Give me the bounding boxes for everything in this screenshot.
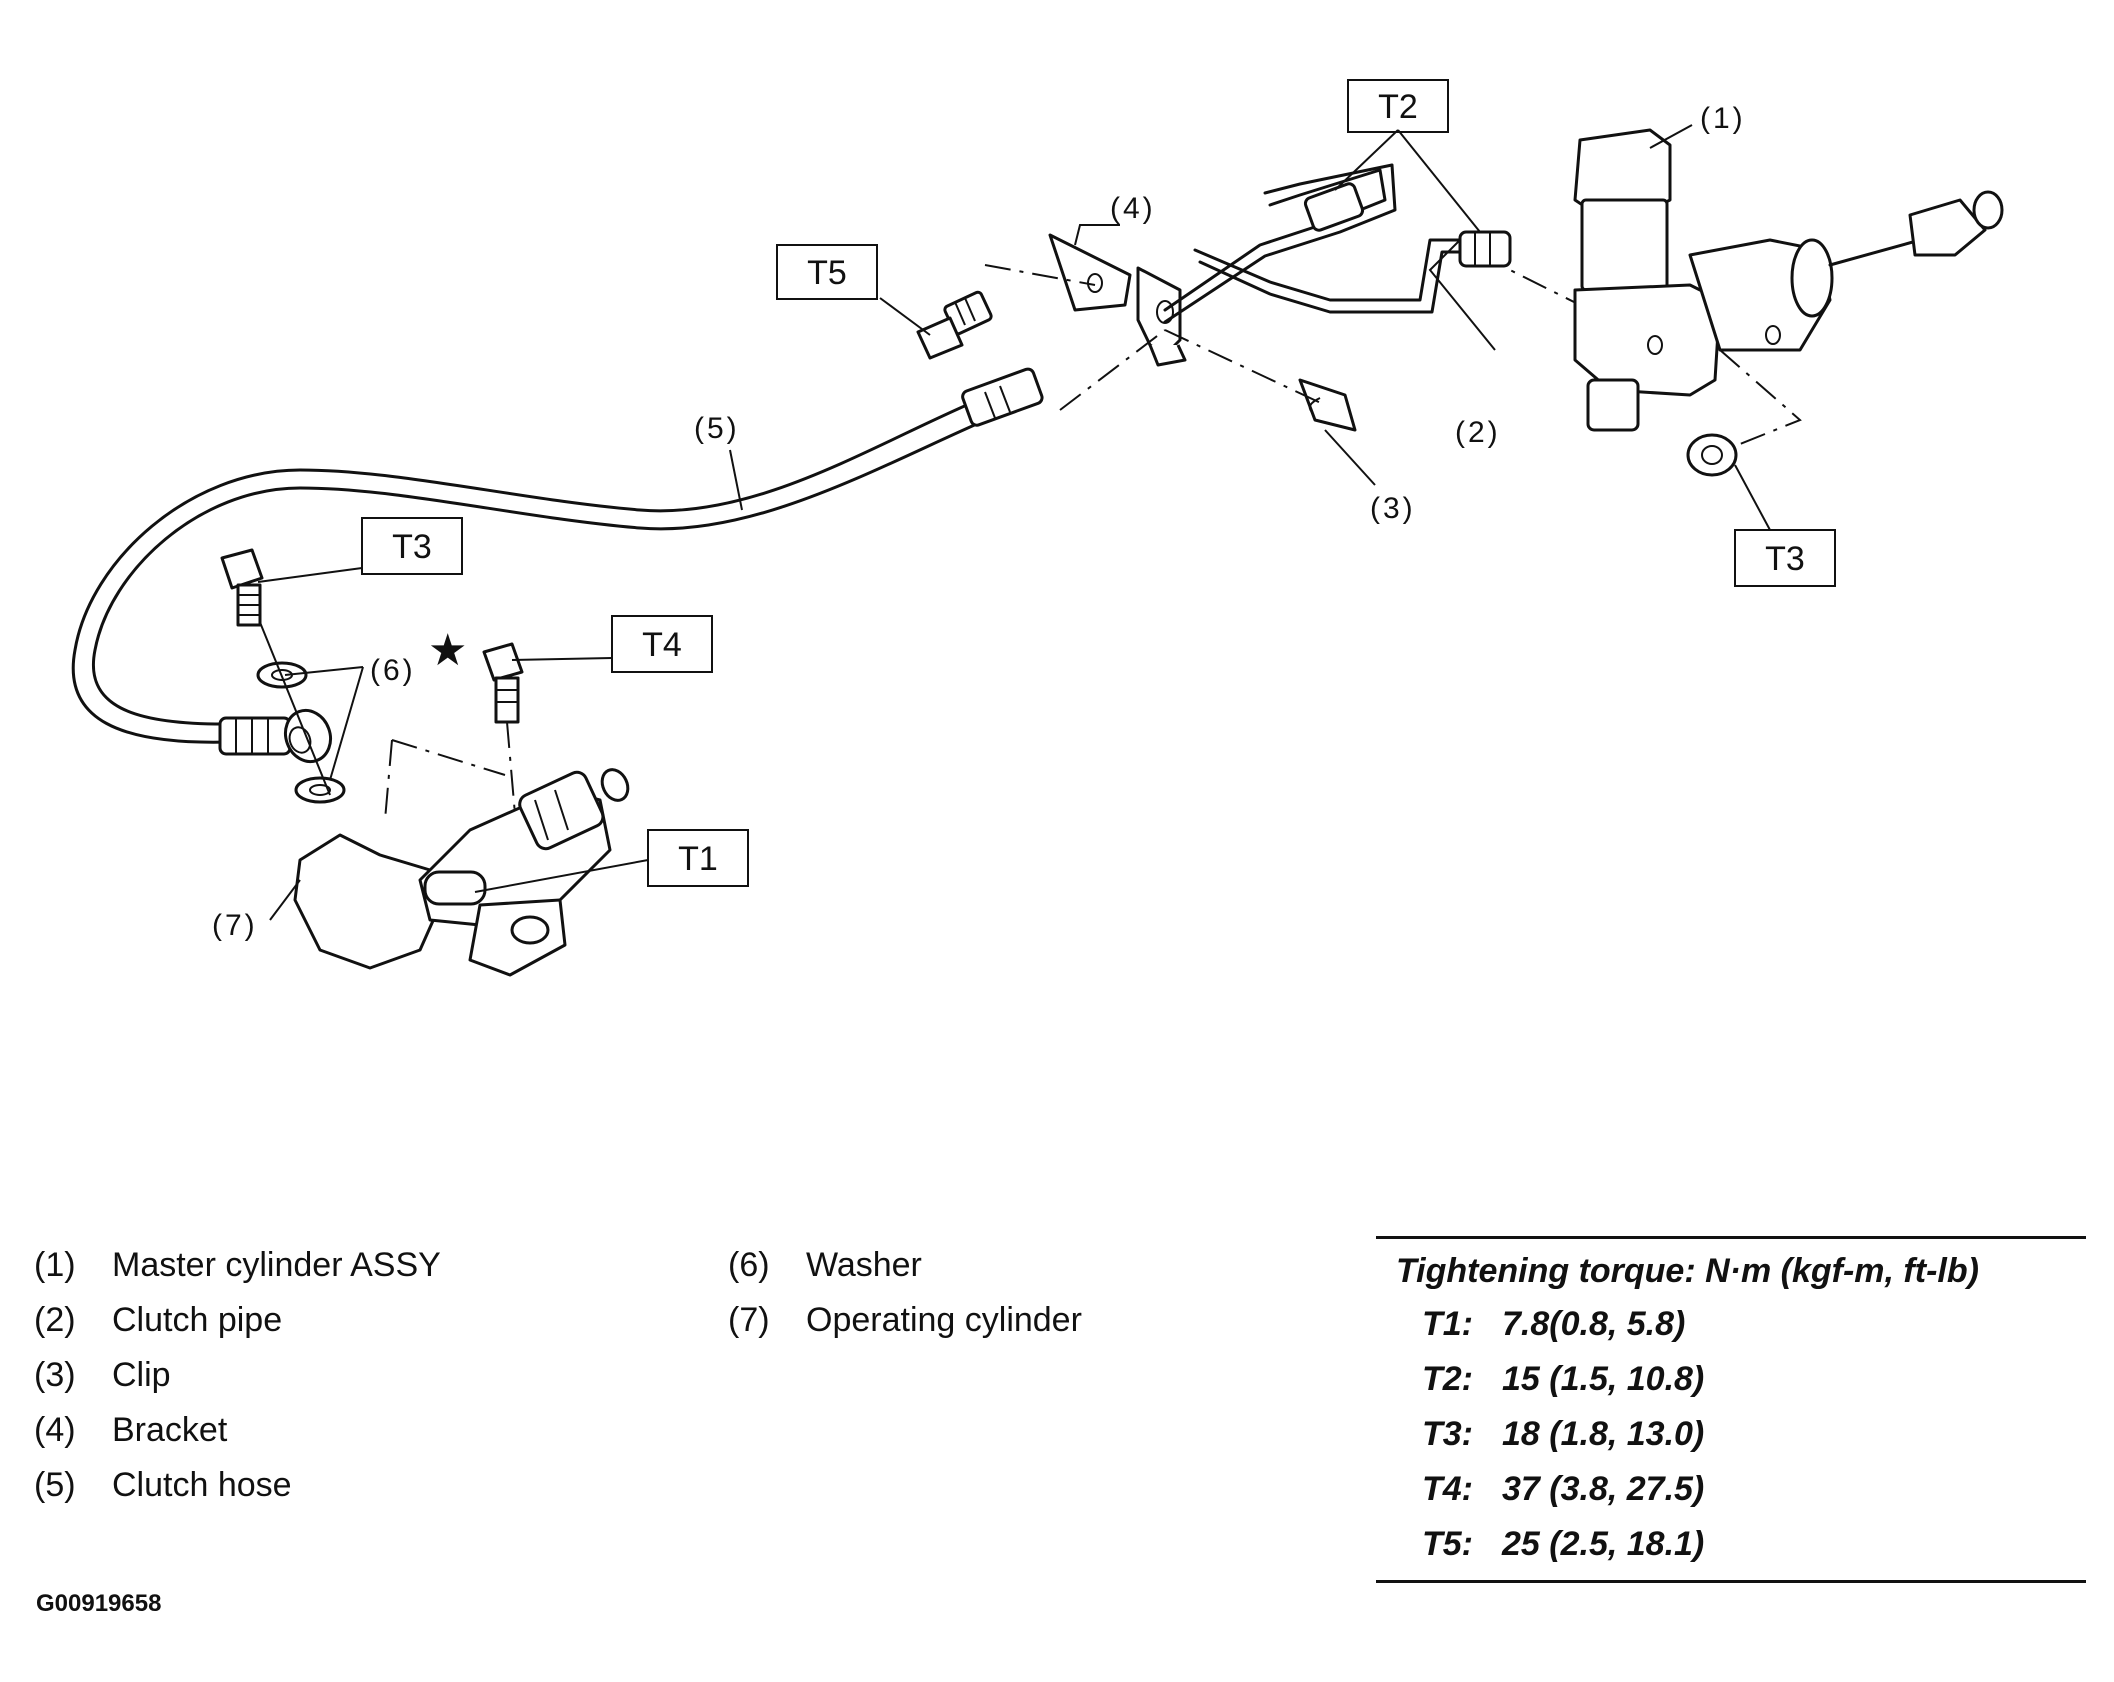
torque-table-title: Tightening torque: N·m (kgf-m, ft-lb) xyxy=(1396,1252,1979,1290)
legend-number: (6) xyxy=(728,1246,770,1284)
assembly-line-bracket xyxy=(984,264,1096,286)
callout-1: (1) xyxy=(1700,102,1746,135)
torque-value: 25 (2.5, 18.1) xyxy=(1502,1525,1705,1563)
callout-5: (5) xyxy=(694,412,740,445)
legend-number: (2) xyxy=(34,1301,76,1339)
legend-part-name: Master cylinder ASSY xyxy=(112,1246,441,1284)
torque-key: T5: xyxy=(1422,1525,1473,1563)
legend-part-name: Operating cylinder xyxy=(806,1301,1082,1339)
torque-value: 37 (3.8, 27.5) xyxy=(1502,1470,1705,1508)
torque-key: T1: xyxy=(1422,1305,1473,1343)
callout-2: (2) xyxy=(1455,416,1501,449)
torque-key: T3: xyxy=(1422,1415,1473,1453)
clutch-hose xyxy=(71,367,1044,756)
legend-number: (1) xyxy=(34,1246,76,1284)
legend-part-name: Clip xyxy=(112,1356,171,1394)
torque-value: 18 (1.8, 13.0) xyxy=(1502,1415,1705,1453)
torque-box-t4-label: T4 xyxy=(642,626,682,664)
legend-number: (5) xyxy=(34,1466,76,1504)
torque-key: T2: xyxy=(1422,1360,1473,1398)
master-cylinder xyxy=(1573,128,2004,432)
torque-box-t2-label: T2 xyxy=(1378,88,1418,126)
assembly-line-nut xyxy=(1719,349,1802,453)
torque-box-t2: T2 xyxy=(1347,79,1449,133)
union-bolt xyxy=(220,548,264,627)
legend-item: (4) Bracket xyxy=(34,1403,441,1458)
torque-row: T5: 25 (2.5, 18.1) xyxy=(1376,1517,2086,1572)
legend-part-name: Washer xyxy=(806,1246,922,1284)
torque-row: T4: 37 (3.8, 27.5) xyxy=(1376,1462,2086,1517)
torque-box-t3-left: T3 xyxy=(361,517,463,575)
master-cylinder-nut xyxy=(1686,433,1738,477)
torque-table-top-rule xyxy=(1376,1236,2086,1239)
torque-box-t1-label: T1 xyxy=(678,840,718,878)
torque-box-t3-right: T3 xyxy=(1734,529,1836,587)
torque-key: T4: xyxy=(1422,1470,1473,1508)
assembly-line-hose xyxy=(1059,329,1166,411)
operating-cylinder xyxy=(293,739,630,977)
torque-box-t1: T1 xyxy=(647,829,749,887)
torque-box-t3-right-label: T3 xyxy=(1765,540,1805,578)
figure-code: G00919658 xyxy=(36,1590,162,1617)
legend-item: (1) Master cylinder ASSY xyxy=(34,1238,441,1293)
torque-box-t5: T5 xyxy=(776,244,878,300)
bracket-bolt xyxy=(916,290,993,360)
callout-7: (7) xyxy=(212,909,258,942)
banjo-fitting xyxy=(283,708,333,764)
torque-value: 7.8(0.8, 5.8) xyxy=(1502,1305,1686,1343)
torque-row: T1: 7.8(0.8, 5.8) xyxy=(1376,1297,2086,1352)
parts-legend-left: (1) Master cylinder ASSY (2) Clutch pipe (… xyxy=(34,1238,441,1513)
legend-item: (5) Clutch hose xyxy=(34,1458,441,1513)
torque-table-bottom-rule xyxy=(1376,1580,2086,1583)
callout-4: (4) xyxy=(1110,192,1156,225)
legend-number: (3) xyxy=(34,1356,76,1394)
torque-row: T2: 15 (1.5, 10.8) xyxy=(1376,1352,2086,1407)
legend-item: (6) Washer xyxy=(728,1238,1082,1293)
clip xyxy=(1298,378,1357,432)
torque-value: 15 (1.5, 10.8) xyxy=(1502,1360,1705,1398)
torque-row: T3: 18 (1.8, 13.0) xyxy=(1376,1407,2086,1462)
parts-legend-right: (6) Washer (7) Operating cylinder xyxy=(728,1238,1082,1348)
torque-table: Tightening torque: N·m (kgf-m, ft-lb) T1… xyxy=(1376,1236,2086,1583)
washer-lower xyxy=(294,776,346,804)
callout-3: (3) xyxy=(1370,492,1416,525)
callout-6: (6) xyxy=(370,654,416,687)
legend-item: (3) Clip xyxy=(34,1348,441,1403)
bolt-axis xyxy=(254,609,331,796)
torque-box-t5-label: T5 xyxy=(807,254,847,292)
legend-part-name: Clutch pipe xyxy=(112,1301,283,1339)
legend-item: (2) Clutch pipe xyxy=(34,1293,441,1348)
torque-box-t3-left-label: T3 xyxy=(392,528,432,566)
assembly-line-clip xyxy=(1164,329,1326,406)
legend-number: (7) xyxy=(728,1301,770,1339)
legend-part-name: Clutch hose xyxy=(112,1466,292,1504)
leader-lines xyxy=(257,124,1771,921)
star-mark: ★ xyxy=(428,626,467,675)
legend-number: (4) xyxy=(34,1411,76,1449)
torque-box-t4: T4 xyxy=(611,615,713,673)
legend-item: (7) Operating cylinder xyxy=(728,1293,1082,1348)
bracket xyxy=(1048,233,1187,367)
legend-part-name: Bracket xyxy=(112,1411,228,1449)
